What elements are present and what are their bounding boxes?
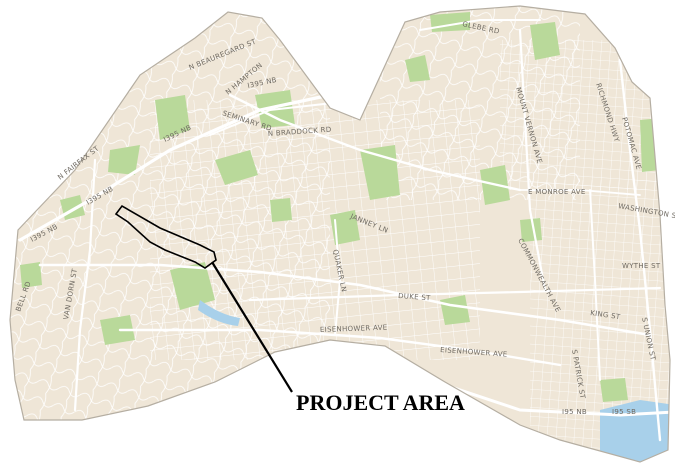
park: [155, 95, 190, 140]
park: [170, 262, 215, 310]
washington-street: [618, 58, 662, 442]
park: [20, 262, 42, 288]
eisenhower-avenue: [118, 328, 562, 367]
seminary-road: [228, 93, 522, 192]
park: [330, 210, 360, 245]
street-label-i495-sb: I95 SB: [612, 408, 636, 416]
potomac-river-water: [600, 400, 670, 462]
van-dorn-street: [73, 158, 97, 412]
project-area-outline: [114, 204, 217, 269]
project-area-leader-line: [211, 261, 293, 393]
cameron-run-water: [198, 300, 240, 326]
park: [108, 145, 140, 175]
park: [600, 378, 628, 402]
street-label-e-monroe-ave: E MONROE AVE: [528, 188, 586, 196]
street-label-wythe-st: WYTHE ST: [622, 262, 661, 270]
park-areas: [20, 12, 660, 402]
duke-street: [38, 263, 652, 337]
major-roads: [18, 19, 670, 442]
patrick-street: [589, 189, 601, 381]
park: [440, 295, 470, 325]
quaker-lane: [334, 219, 342, 336]
park: [520, 218, 542, 242]
park: [270, 198, 292, 222]
park: [530, 22, 560, 60]
king-street: [248, 286, 662, 302]
street-label-duke-st: DUKE ST: [398, 292, 431, 302]
street-label-i495-nb: I95 NB: [562, 408, 587, 416]
beltway-i95: [428, 378, 670, 417]
monroe-avenue: [519, 189, 641, 196]
glebe-road: [419, 19, 541, 31]
park: [405, 55, 430, 82]
project-area-label: PROJECT AREA: [296, 390, 465, 415]
park: [640, 118, 660, 172]
park: [100, 315, 135, 345]
mount-vernon-avenue: [518, 28, 547, 292]
street-label-eisenhower-ave-left: EISENHOWER AVE: [320, 324, 388, 334]
city-boundary: [9, 5, 671, 463]
interstate-395: [18, 93, 332, 242]
park: [215, 150, 258, 185]
